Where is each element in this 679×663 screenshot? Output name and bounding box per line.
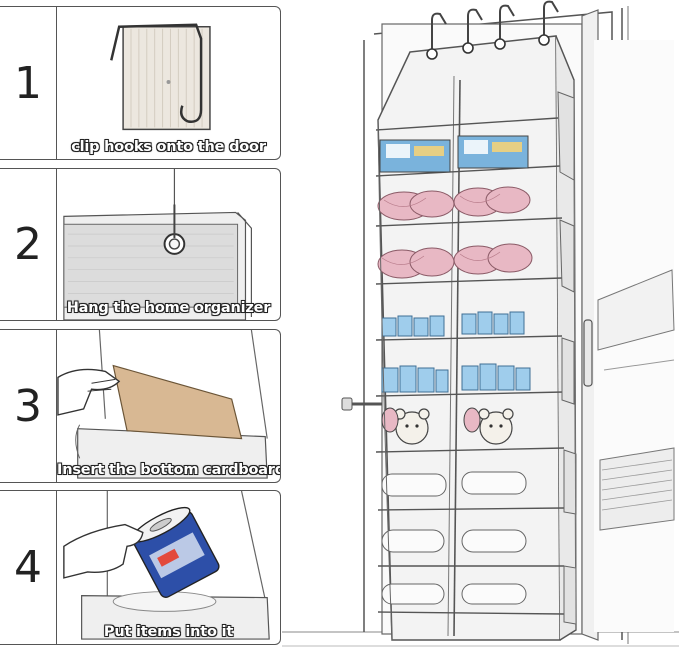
step-3-caption: Insert the bottom cardboard bbox=[57, 462, 281, 478]
step-1-number: 1 bbox=[0, 7, 57, 159]
step-4-caption: Put items into it bbox=[103, 624, 234, 640]
cardboard-insert-image bbox=[57, 330, 268, 479]
step-1-caption: clip hooks onto the door bbox=[71, 139, 266, 155]
step-4-number: 4 bbox=[0, 491, 57, 644]
instruction-steps: 1 clip hooks onto the door 2 bbox=[0, 0, 282, 663]
step-2-number: 2 bbox=[0, 169, 57, 320]
step-4-illustration bbox=[57, 491, 280, 644]
step-2-caption: Hang the home organizer bbox=[66, 300, 271, 316]
door-hook-image bbox=[110, 23, 211, 131]
step-1-panel: 1 clip hooks onto the door bbox=[0, 6, 281, 160]
step-2-panel: 2 Hang the home organizer bbox=[0, 168, 281, 321]
step-3-illustration bbox=[57, 330, 280, 482]
organizer-scene bbox=[282, 0, 679, 663]
grommet-hook-image bbox=[63, 169, 252, 320]
step-4-panel: 4 Put items into it bbox=[0, 490, 281, 645]
step-3-panel: 3 Insert the bottom cardboard bbox=[0, 329, 281, 483]
step-3-number: 3 bbox=[0, 330, 57, 482]
step-2-illustration bbox=[57, 169, 280, 320]
put-item-image bbox=[63, 491, 270, 640]
step-1-illustration bbox=[57, 7, 280, 159]
hanging-organizer-illustration bbox=[282, 0, 679, 647]
